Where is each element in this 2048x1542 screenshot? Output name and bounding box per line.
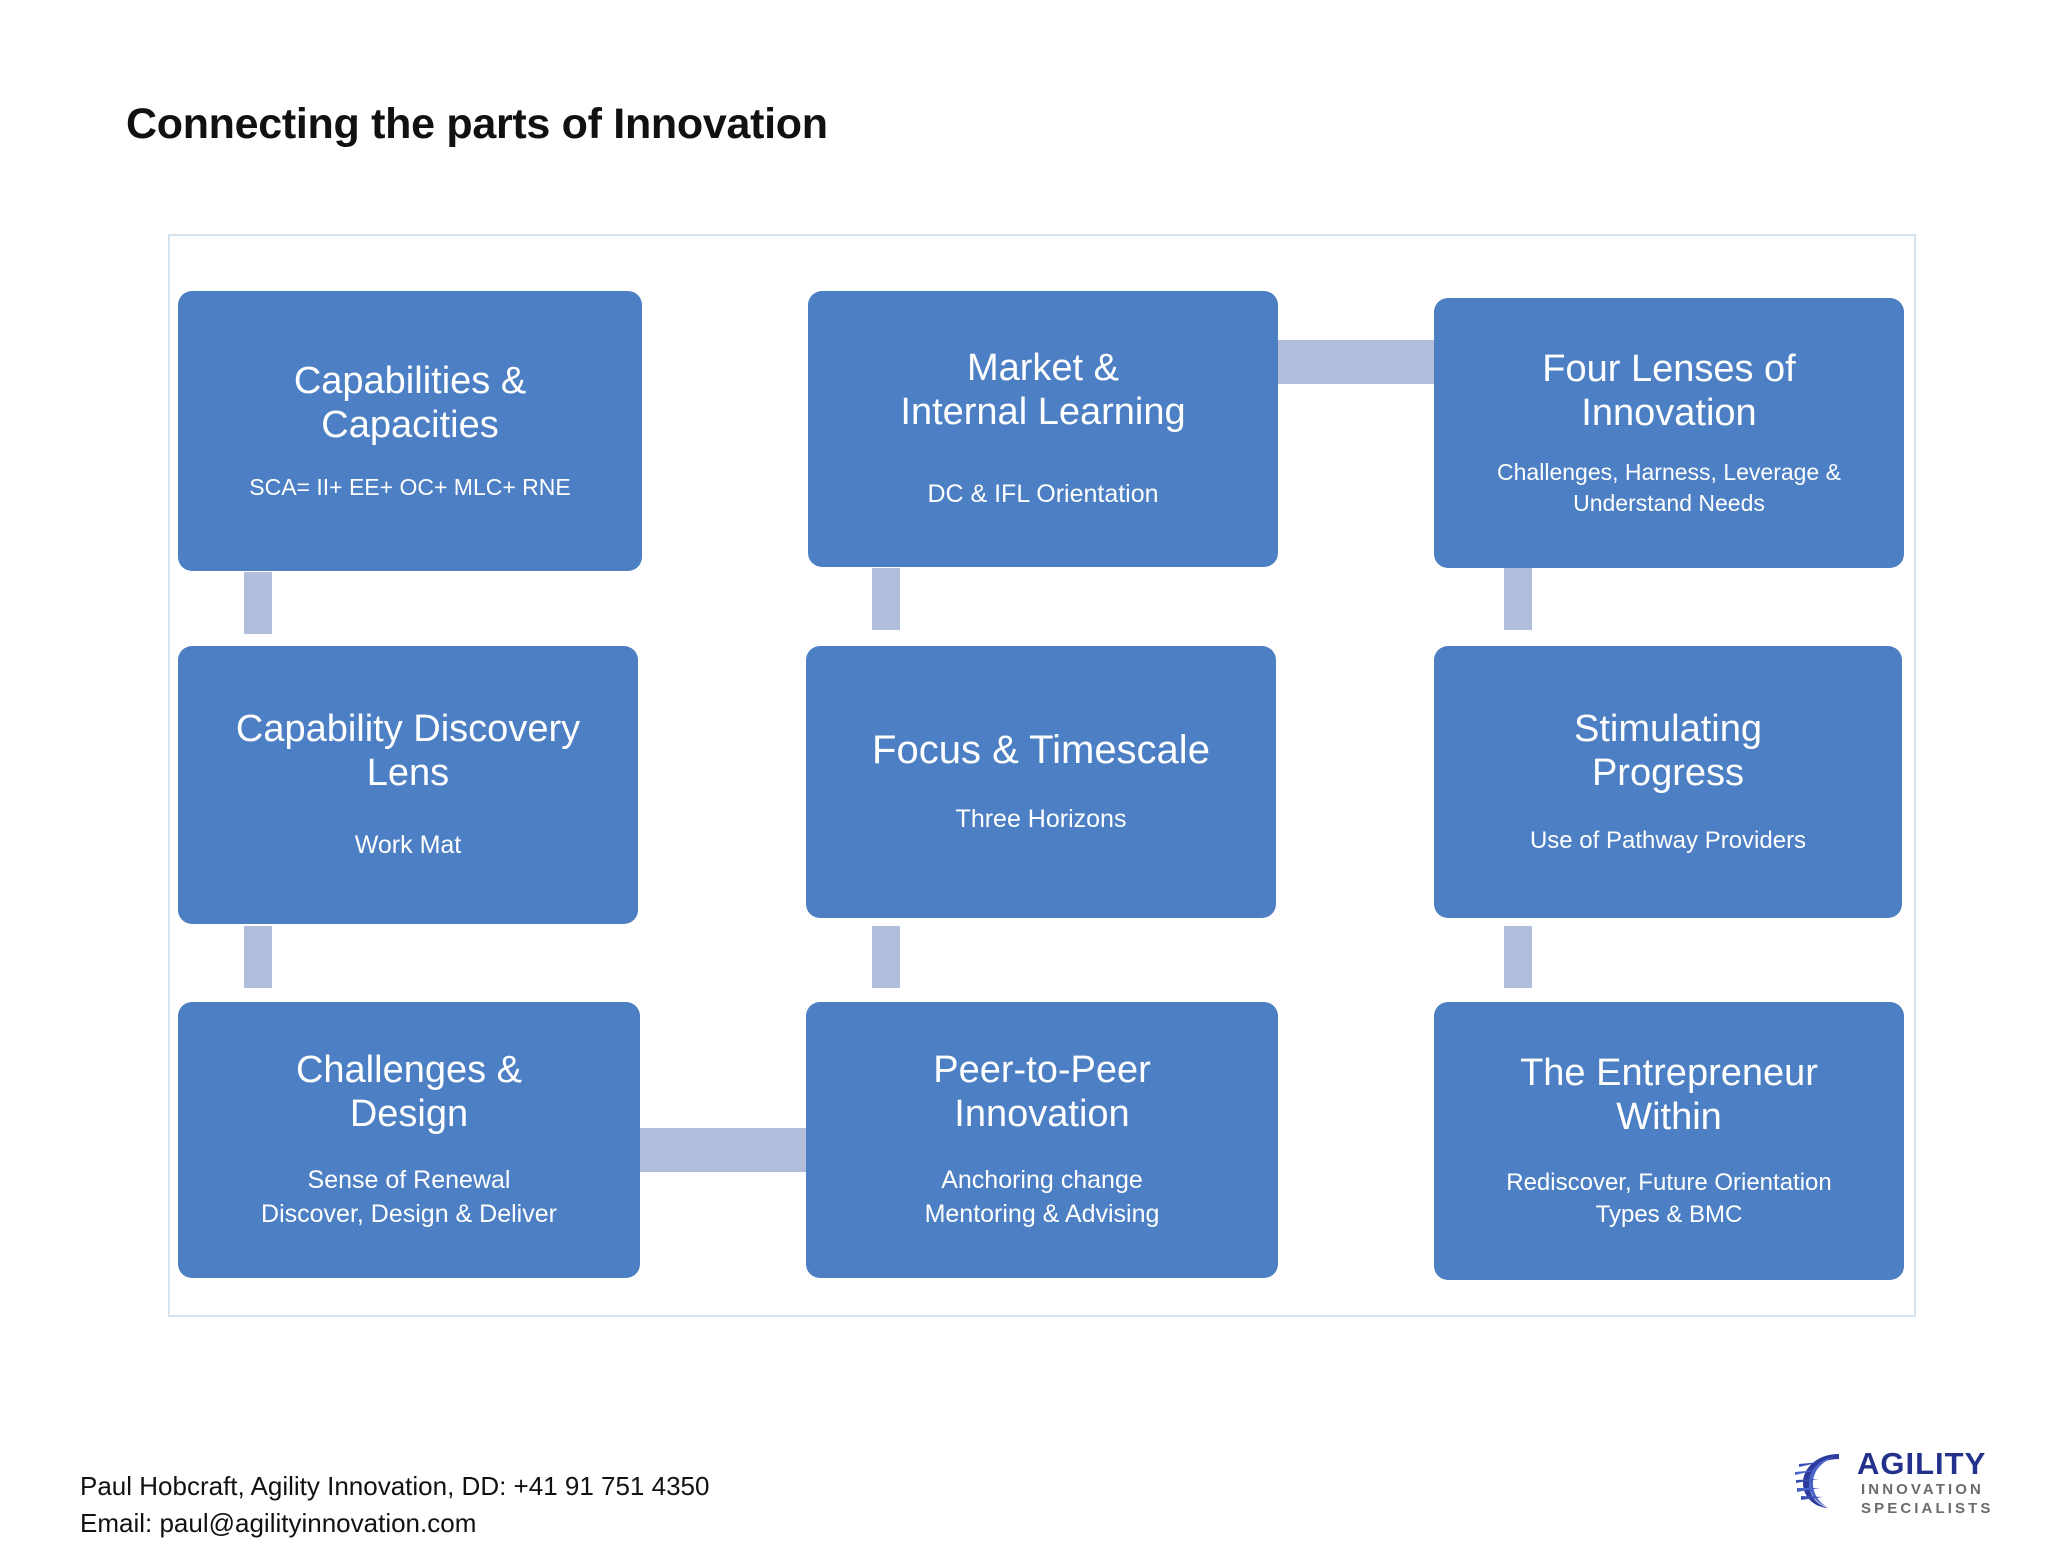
logo-line2-text: INNOVATION (1861, 1481, 1984, 1498)
node-title: Capabilities & Capacities (293, 360, 527, 447)
logo-primary-text: AGILITY (1857, 1446, 1987, 1481)
node-subtitle: Anchoring change Mentoring & Advising (924, 1166, 1160, 1229)
connector-challenges-to-peer (640, 1128, 808, 1172)
node-four-lenses-of-innovation[interactable]: Four Lenses of Innovation Challenges, Ha… (1434, 298, 1904, 568)
node-capabilities-capacities[interactable]: Capabilities & Capacities SCA= II+ EE+ O… (178, 291, 642, 571)
node-subtitle: Sense of Renewal Discover, Design & Deli… (261, 1166, 557, 1229)
node-title: Challenges & Design (295, 1049, 523, 1136)
node-title: Peer-to-Peer Innovation (933, 1049, 1151, 1136)
node-market-internal-learning[interactable]: Market & Internal Learning DC & IFL Orie… (808, 291, 1278, 567)
connector-capabilities-to-lens (244, 572, 272, 634)
node-title: Stimulating Progress (1574, 707, 1762, 794)
node-title: The Entrepreneur Within (1520, 1051, 1818, 1138)
connector-market-to-fourlenses (1278, 340, 1434, 384)
node-capability-discovery-lens[interactable]: Capability Discovery Lens Work Mat (178, 646, 638, 924)
swoosh-icon (1795, 1454, 1839, 1508)
connector-focus-to-peer (872, 926, 900, 988)
connector-market-to-focus (872, 568, 900, 630)
node-challenges-design[interactable]: Challenges & Design Sense of Renewal Dis… (178, 1002, 640, 1278)
footer-contact-info: Paul Hobcraft, Agility Innovation, DD: +… (80, 1471, 710, 1538)
node-subtitle: Work Mat (354, 831, 462, 860)
node-subtitle: Challenges, Harness, Leverage & Understa… (1497, 459, 1841, 517)
connector-fourlenses-to-stimulating (1504, 568, 1532, 630)
logo-wordmark: AGILITY INNOVATION SPECIALISTS (1857, 1448, 2029, 1519)
node-subtitle: SCA= II+ EE+ OC+ MLC+ RNE (249, 473, 571, 500)
node-subtitle: Use of Pathway Providers (1529, 826, 1807, 854)
node-peer-to-peer-innovation[interactable]: Peer-to-Peer Innovation Anchoring change… (806, 1002, 1278, 1278)
node-title: Market & Internal Learning (900, 347, 1186, 434)
node-title: Focus & Timescale (872, 727, 1210, 772)
page-title: Connecting the parts of Innovation (126, 100, 828, 148)
node-stimulating-progress[interactable]: Stimulating Progress Use of Pathway Prov… (1434, 646, 1902, 918)
connector-lens-to-challenges (244, 926, 272, 988)
logo-line3-text: SPECIALISTS (1861, 1499, 1994, 1517)
node-title: Four Lenses of Innovation (1542, 347, 1796, 434)
node-focus-timescale[interactable]: Focus & Timescale Three Horizons (806, 646, 1276, 918)
agility-innovation-logo: AGILITY INNOVATION SPECIALISTS (1795, 1448, 2027, 1518)
node-subtitle: DC & IFL Orientation (927, 480, 1159, 509)
node-subtitle: Rediscover, Future Orientation Types & B… (1506, 1168, 1832, 1229)
connector-stimulating-to-entrepreneur (1504, 926, 1532, 988)
node-title: Capability Discovery Lens (235, 708, 581, 795)
node-the-entrepreneur-within[interactable]: The Entrepreneur Within Rediscover, Futu… (1434, 1002, 1904, 1280)
node-subtitle: Three Horizons (955, 805, 1127, 834)
